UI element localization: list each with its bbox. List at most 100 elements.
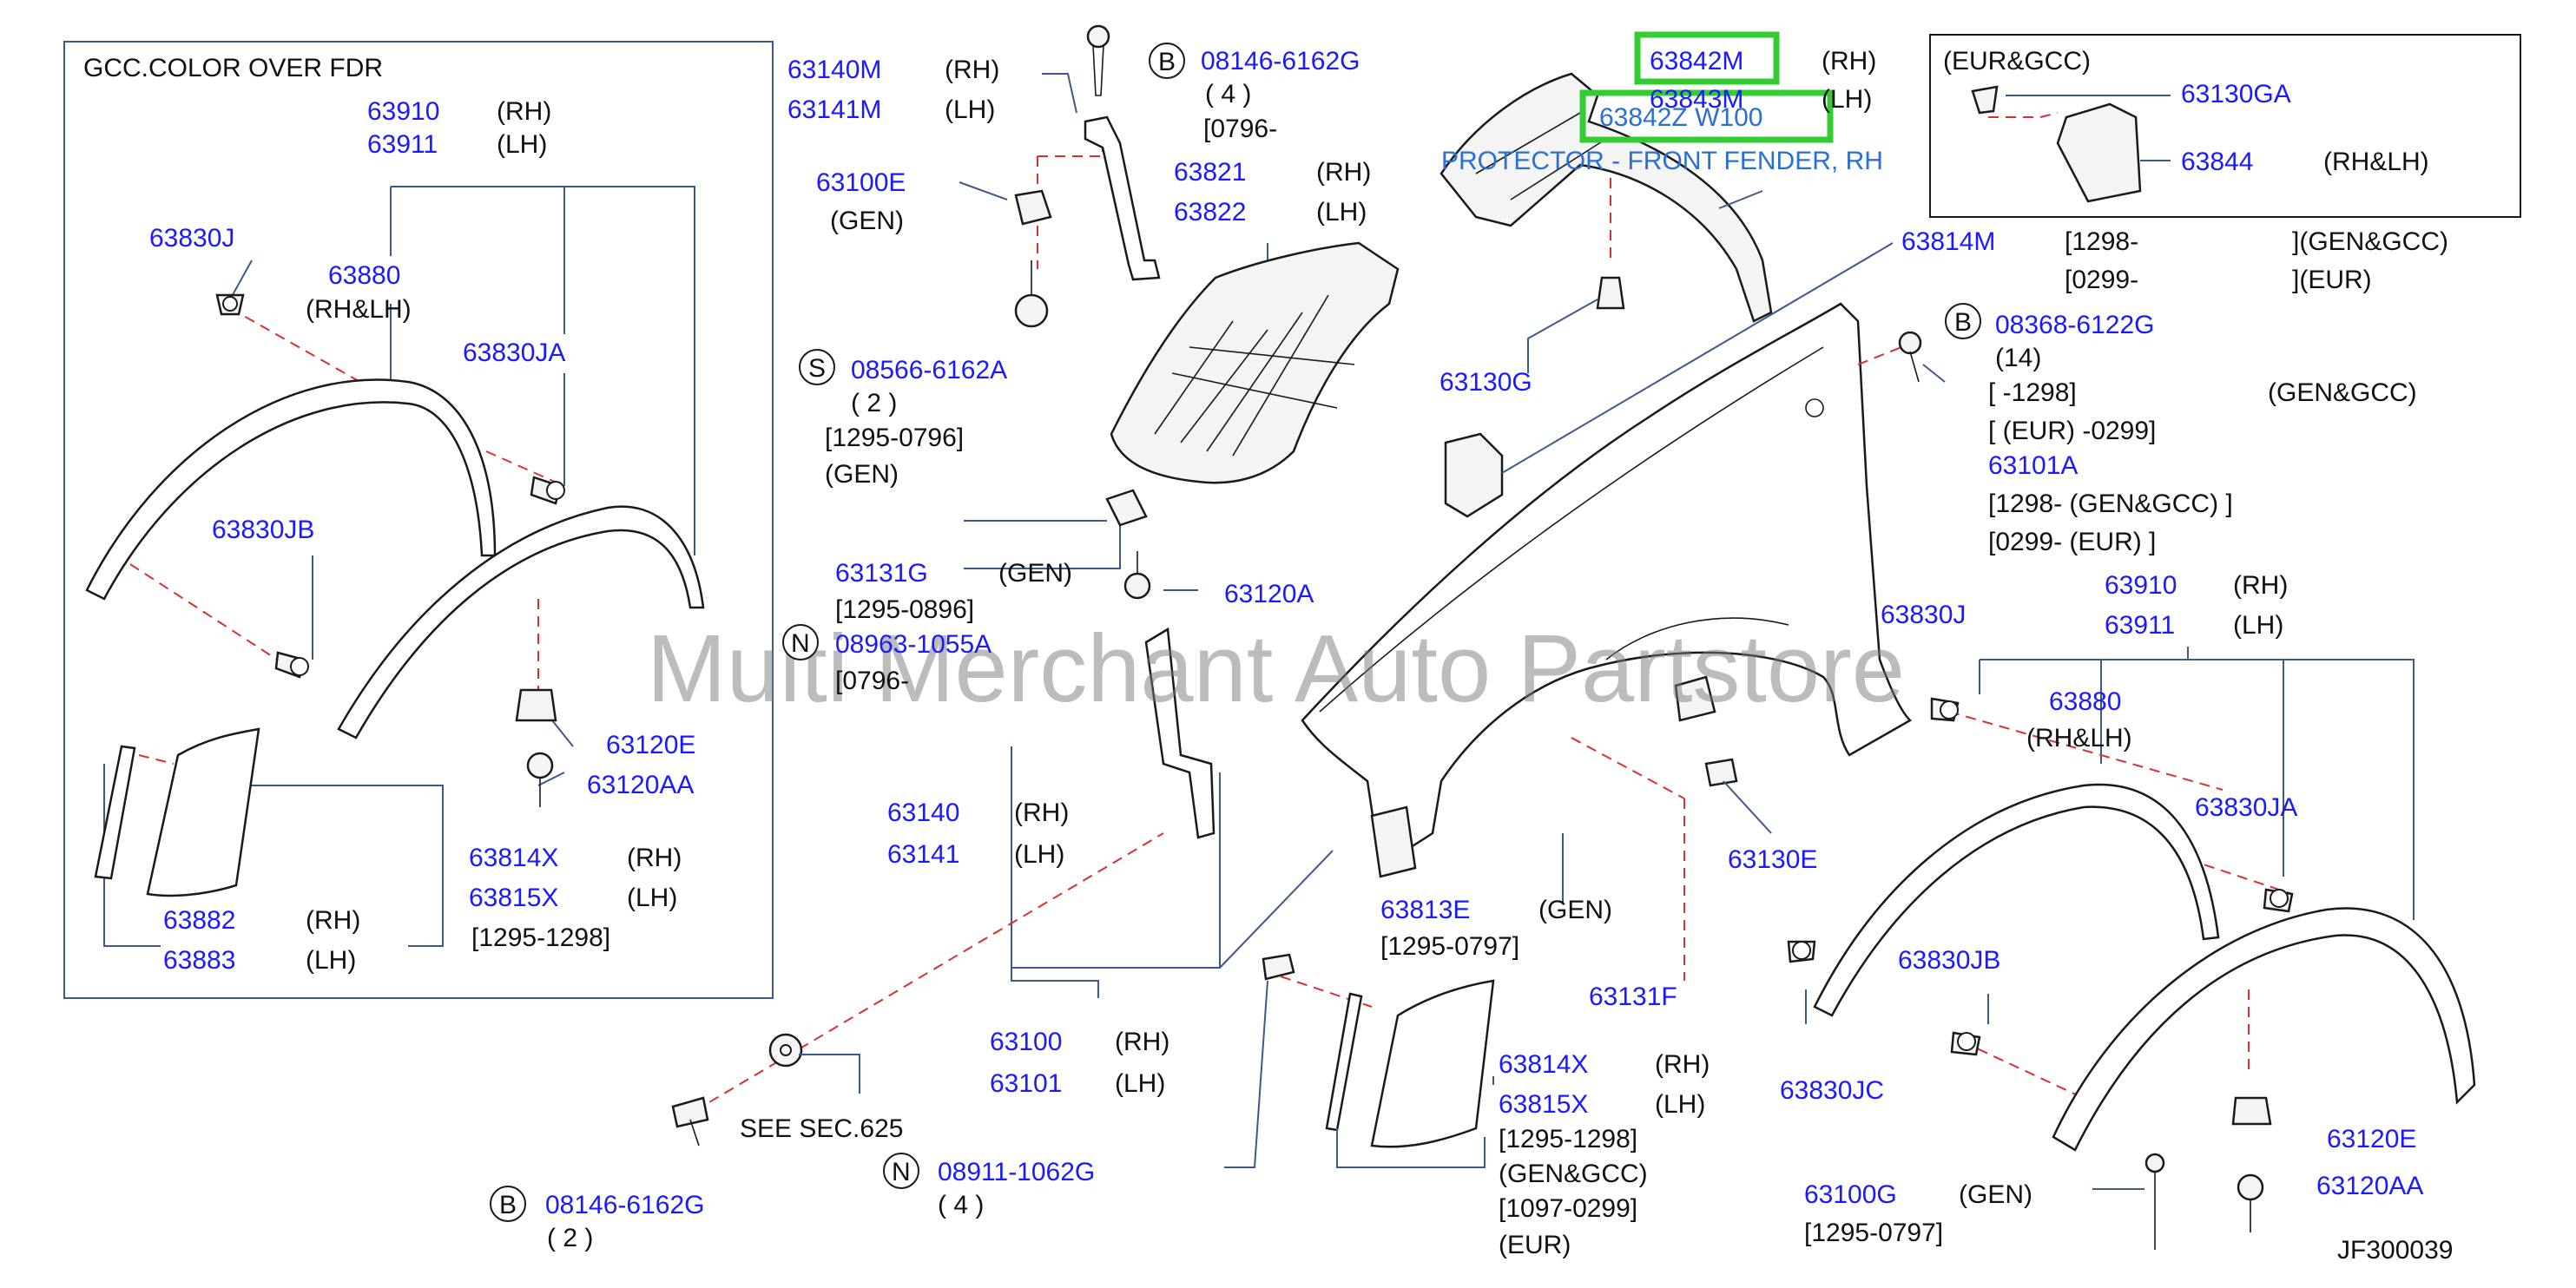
label-63880[interactable]: 63880 xyxy=(328,261,400,290)
label-63140M[interactable]: 63140M xyxy=(787,56,881,84)
label-63814X[interactable]: 63814X xyxy=(1499,1050,1588,1079)
label-date: [1298- (GEN&GCC) ] xyxy=(1988,490,2233,518)
clip-63130G xyxy=(1596,276,1625,310)
bracket-63131F xyxy=(1674,675,1716,722)
label-63822[interactable]: 63822 xyxy=(1174,198,1246,227)
label-rh: (RH) xyxy=(497,97,551,126)
label-63100[interactable]: 63100 xyxy=(990,1028,1062,1056)
label-quantity: ( 4 ) xyxy=(1205,80,1251,108)
label-63141M[interactable]: 63141M xyxy=(787,95,881,124)
label-quantity: ( 2 ) xyxy=(851,389,897,417)
label-63814M[interactable]: 63814M xyxy=(1901,227,1995,256)
screw-08566 xyxy=(1014,260,1049,328)
label-63844[interactable]: 63844 xyxy=(2181,148,2253,176)
clip-63130GA xyxy=(1971,85,1999,115)
label-63830JA[interactable]: 63830JA xyxy=(463,338,565,367)
label-lh: (LH) xyxy=(627,884,677,912)
watermark: Multi Merchant Auto Partstore xyxy=(647,615,1905,722)
symbol-circle-n xyxy=(782,624,819,660)
label-63842M[interactable]: 63842M xyxy=(1650,47,1743,76)
label-63815X[interactable]: 63815X xyxy=(1499,1090,1588,1119)
highlight-part-number[interactable]: 63842Z W100 xyxy=(1599,103,1762,132)
label-63120AA[interactable]: 63120AA xyxy=(2316,1172,2423,1200)
label-quantity: ( 2 ) xyxy=(547,1224,593,1252)
stay-63140 xyxy=(1144,627,1216,839)
gcc-inset-box xyxy=(63,41,774,999)
label-lh: (LH) xyxy=(1115,1069,1165,1098)
clip-63830J-left xyxy=(215,293,245,316)
label-rh: (RH) xyxy=(1316,158,1371,187)
label-63830J[interactable]: 63830J xyxy=(1881,601,1966,629)
label-63883[interactable]: 63883 xyxy=(163,946,235,975)
symbol-b: B xyxy=(1158,48,1176,76)
label-63141[interactable]: 63141 xyxy=(887,840,959,869)
label-63830JB[interactable]: 63830JB xyxy=(212,516,314,544)
label-63911[interactable]: 63911 xyxy=(367,130,438,159)
label-08146-6162G[interactable]: 08146-6162G xyxy=(1201,47,1360,76)
label-08368-6122G[interactable]: 08368-6122G xyxy=(1995,311,2155,339)
label-63814X[interactable]: 63814X xyxy=(469,844,558,872)
label-63100E[interactable]: 63100E xyxy=(816,168,906,197)
fender-flare-front-right xyxy=(2052,907,2476,1152)
label-63120E[interactable]: 63120E xyxy=(606,731,695,759)
label-quantity: (14) xyxy=(1995,344,2041,372)
label-63880[interactable]: 63880 xyxy=(2049,687,2121,716)
symbol-circle-n xyxy=(883,1153,919,1189)
label-63101[interactable]: 63101 xyxy=(990,1069,1062,1098)
mudguard-63814X-middle xyxy=(1370,979,1495,1148)
label-63911[interactable]: 63911 xyxy=(2105,611,2175,640)
front-fender-63100 xyxy=(1301,302,1913,871)
label-date: [0796- xyxy=(1203,115,1277,143)
drawing-code: JF300039 xyxy=(2337,1236,2453,1265)
label-gen: (GEN) xyxy=(1538,896,1612,924)
label-date: [1295-1298] xyxy=(1499,1125,1637,1153)
label-lh: (LH) xyxy=(1316,198,1367,227)
label-63131F[interactable]: 63131F xyxy=(1589,982,1677,1011)
label-63130E[interactable]: 63130E xyxy=(1728,845,1817,874)
protector-front-fender-63842M xyxy=(1440,72,1773,323)
fender-flare-rear-left xyxy=(85,378,497,601)
label-63843M[interactable]: 63843M xyxy=(1650,85,1743,114)
label-rh-lh: (RH&LH) xyxy=(306,295,412,324)
clip-63130E xyxy=(1704,758,1738,787)
label-63813E[interactable]: 63813E xyxy=(1380,896,1470,924)
screw-63120AA-right xyxy=(2237,1173,2264,1232)
label-date: [1295-0796] xyxy=(825,424,964,452)
label-gen: (GEN) xyxy=(1959,1180,2032,1209)
label-63140[interactable]: 63140 xyxy=(887,798,959,827)
label-63131G[interactable]: 63131G xyxy=(835,559,928,588)
label-63120E[interactable]: 63120E xyxy=(2327,1125,2416,1153)
label-date: [0796- xyxy=(835,667,909,695)
label-63882[interactable]: 63882 xyxy=(163,906,235,935)
label-see-section[interactable]: SEE SEC.625 xyxy=(740,1114,903,1143)
label-08146-6162G[interactable]: 08146-6162G xyxy=(545,1191,705,1219)
label-63830JB[interactable]: 63830JB xyxy=(1898,946,2000,975)
cover-63844 xyxy=(2056,102,2142,203)
label-63910[interactable]: 63910 xyxy=(2105,571,2177,600)
label-63830J[interactable]: 63830J xyxy=(149,224,234,253)
label-63120A[interactable]: 63120A xyxy=(1224,580,1314,608)
symbol-circle-s xyxy=(799,349,835,385)
symbol-circle-b xyxy=(490,1186,526,1222)
label-08566-6162A[interactable]: 08566-6162A xyxy=(851,356,1007,384)
symbol-circle-b xyxy=(1945,303,1981,339)
label-63101A[interactable]: 63101A xyxy=(1988,451,2078,480)
label-63130G[interactable]: 63130G xyxy=(1440,368,1532,397)
label-gen: (GEN) xyxy=(825,460,899,489)
label-63815X[interactable]: 63815X xyxy=(469,884,558,912)
symbol-n: N xyxy=(791,629,810,658)
label-08963-1055A[interactable]: 08963-1055A xyxy=(835,630,992,659)
label-63830JA[interactable]: 63830JA xyxy=(2195,793,2297,822)
label-08911-1062G[interactable]: 08911-1062G xyxy=(938,1158,1095,1186)
bolt-08368 xyxy=(1898,331,1922,383)
label-63821[interactable]: 63821 xyxy=(1174,158,1246,187)
bracket-63813E xyxy=(1370,805,1417,878)
label-63120AA[interactable]: 63120AA xyxy=(587,771,694,799)
label-gen-gcc: (GEN&GCC) xyxy=(2268,378,2417,407)
label-63130GA[interactable]: 63130GA xyxy=(2181,80,2291,108)
label-63830JC[interactable]: 63830JC xyxy=(1780,1076,1884,1105)
label-63100G[interactable]: 63100G xyxy=(1804,1180,1897,1209)
label-63910[interactable]: 63910 xyxy=(367,97,439,126)
label-rh-lh: (RH&LH) xyxy=(2323,148,2429,176)
